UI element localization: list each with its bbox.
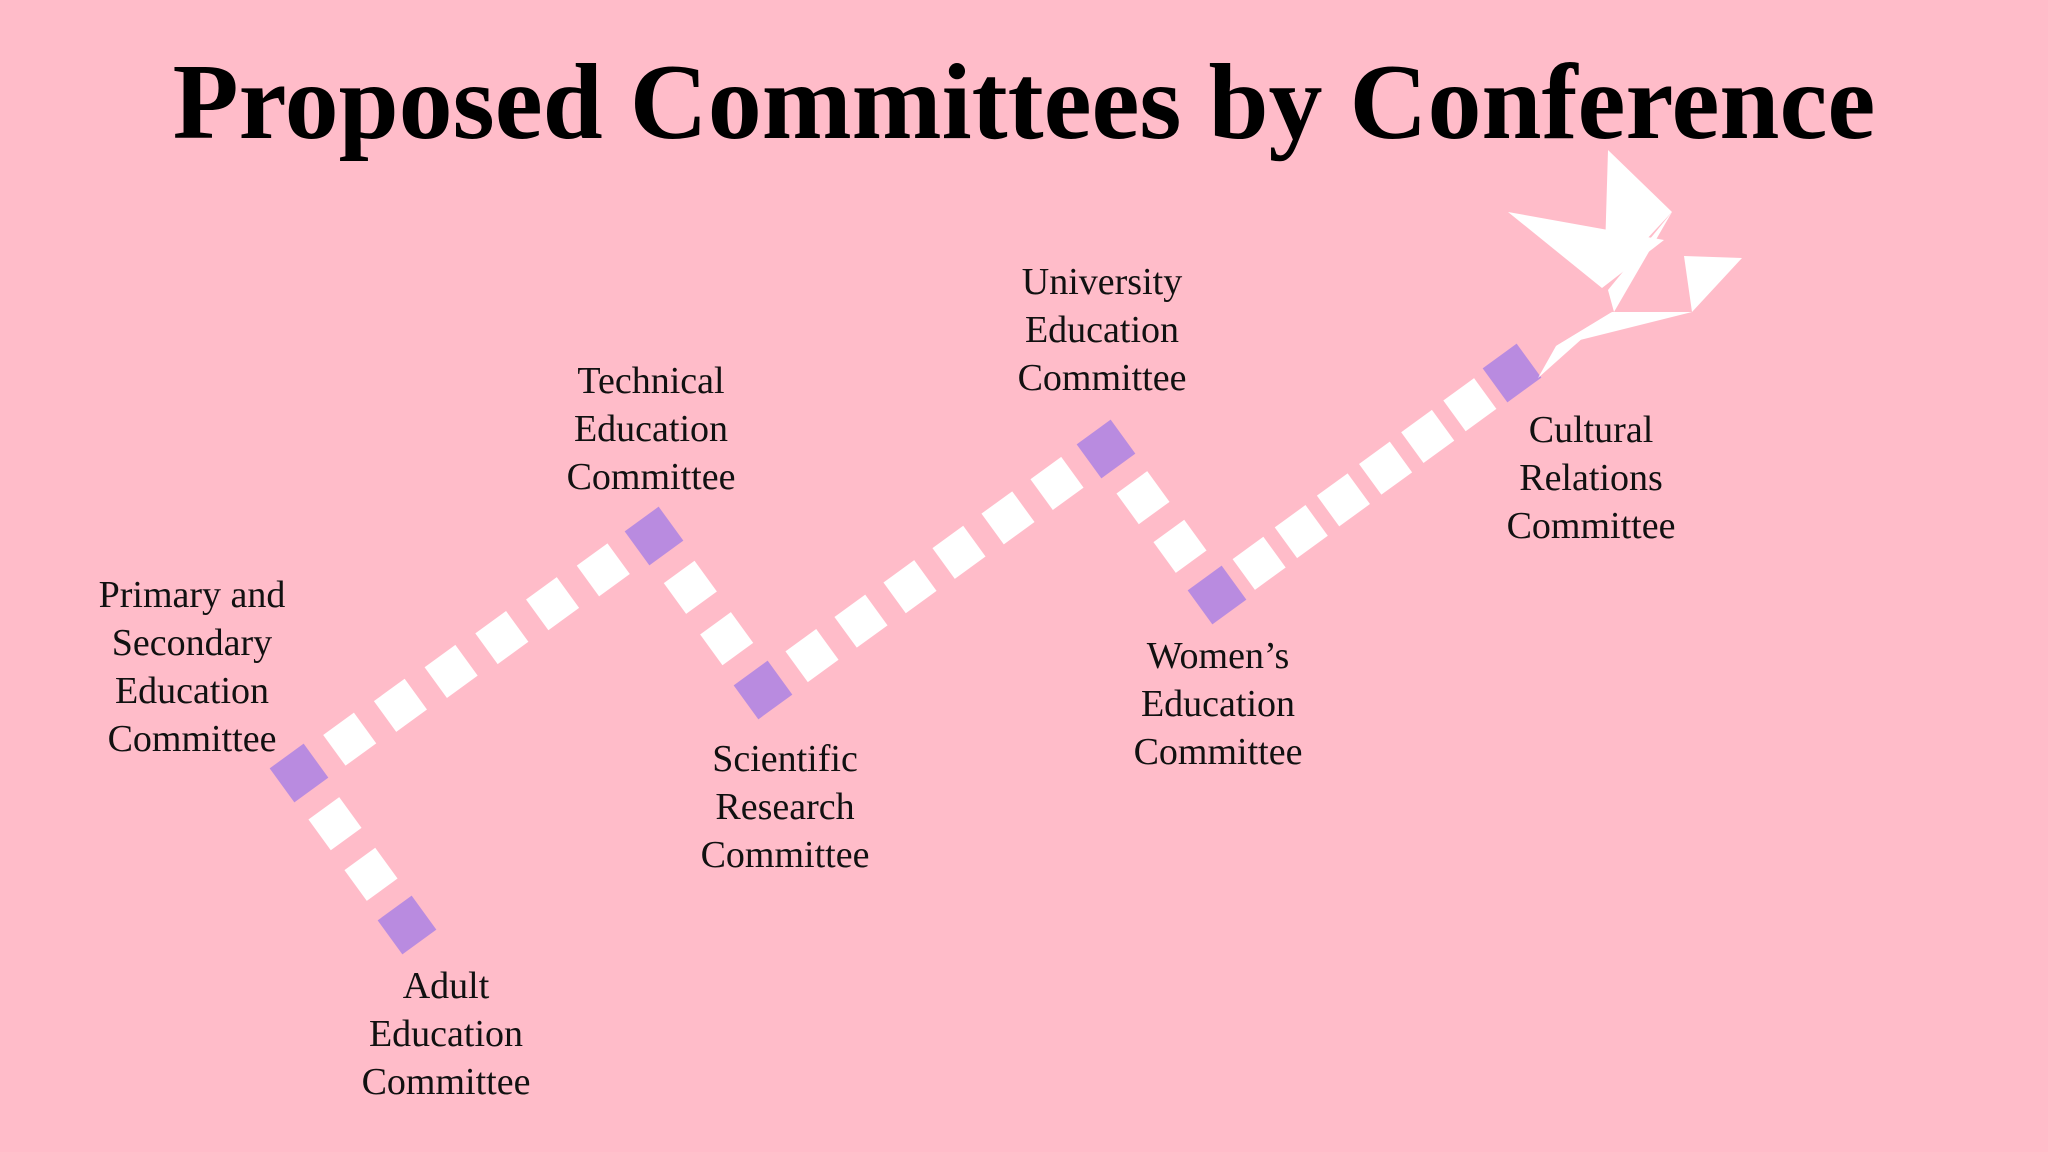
timeline-step bbox=[1153, 519, 1207, 573]
milestone-womens bbox=[1187, 565, 1247, 625]
timeline-step bbox=[883, 560, 937, 614]
timeline-steps bbox=[308, 378, 1497, 901]
milestone-university bbox=[1076, 419, 1136, 479]
origami-crane-icon bbox=[1508, 150, 1742, 378]
milestone-primary bbox=[269, 743, 329, 803]
label-university-education: University Education Committee bbox=[1017, 261, 1187, 399]
timeline-step bbox=[1274, 505, 1328, 559]
crane-neck bbox=[1538, 312, 1612, 378]
crane-upper-wing bbox=[1604, 150, 1672, 285]
timeline-step bbox=[663, 560, 717, 614]
crane-left-wing bbox=[1508, 212, 1664, 288]
timeline-step bbox=[424, 644, 478, 698]
timeline-step bbox=[932, 525, 986, 579]
timeline-step bbox=[1232, 536, 1286, 590]
timeline-step bbox=[308, 797, 362, 851]
timeline-step bbox=[1401, 409, 1455, 463]
milestone-scientific bbox=[733, 660, 793, 720]
timeline-step bbox=[373, 678, 427, 732]
label-technical-education: Technical Education Committee bbox=[566, 360, 736, 498]
timeline-step bbox=[526, 577, 580, 631]
timeline-step bbox=[1030, 456, 1084, 510]
label-cultural-relations: Cultural Relations Committee bbox=[1506, 409, 1676, 547]
milestone-adult bbox=[377, 895, 437, 955]
label-scientific-research: Scientific Research Committee bbox=[700, 738, 870, 876]
timeline-step bbox=[323, 712, 377, 766]
milestone-cultural bbox=[1482, 343, 1542, 403]
label-adult-education: Adult Education Committee bbox=[361, 965, 531, 1103]
timeline-step bbox=[834, 594, 888, 648]
timeline-step bbox=[1359, 441, 1413, 495]
timeline-step bbox=[785, 629, 839, 683]
timeline-step bbox=[576, 543, 630, 597]
label-primary-secondary-education: Primary and Secondary Education Committe… bbox=[98, 574, 286, 760]
timeline-step bbox=[344, 847, 398, 901]
timeline-step bbox=[1316, 473, 1370, 527]
timeline-step bbox=[700, 612, 754, 666]
label-womens-education: Women’s Education Committee bbox=[1133, 635, 1303, 773]
crane-tail bbox=[1684, 256, 1742, 312]
milestone-technical bbox=[624, 506, 684, 566]
slide-title: Proposed Committees by Conference bbox=[172, 43, 1876, 162]
timeline-step bbox=[1116, 471, 1170, 525]
crane-right-wing bbox=[1608, 212, 1672, 312]
timeline-step bbox=[981, 491, 1035, 545]
crane-body bbox=[1556, 312, 1692, 346]
timeline-step bbox=[475, 611, 529, 665]
timeline-milestones bbox=[269, 343, 1542, 955]
timeline-step bbox=[1443, 378, 1497, 432]
